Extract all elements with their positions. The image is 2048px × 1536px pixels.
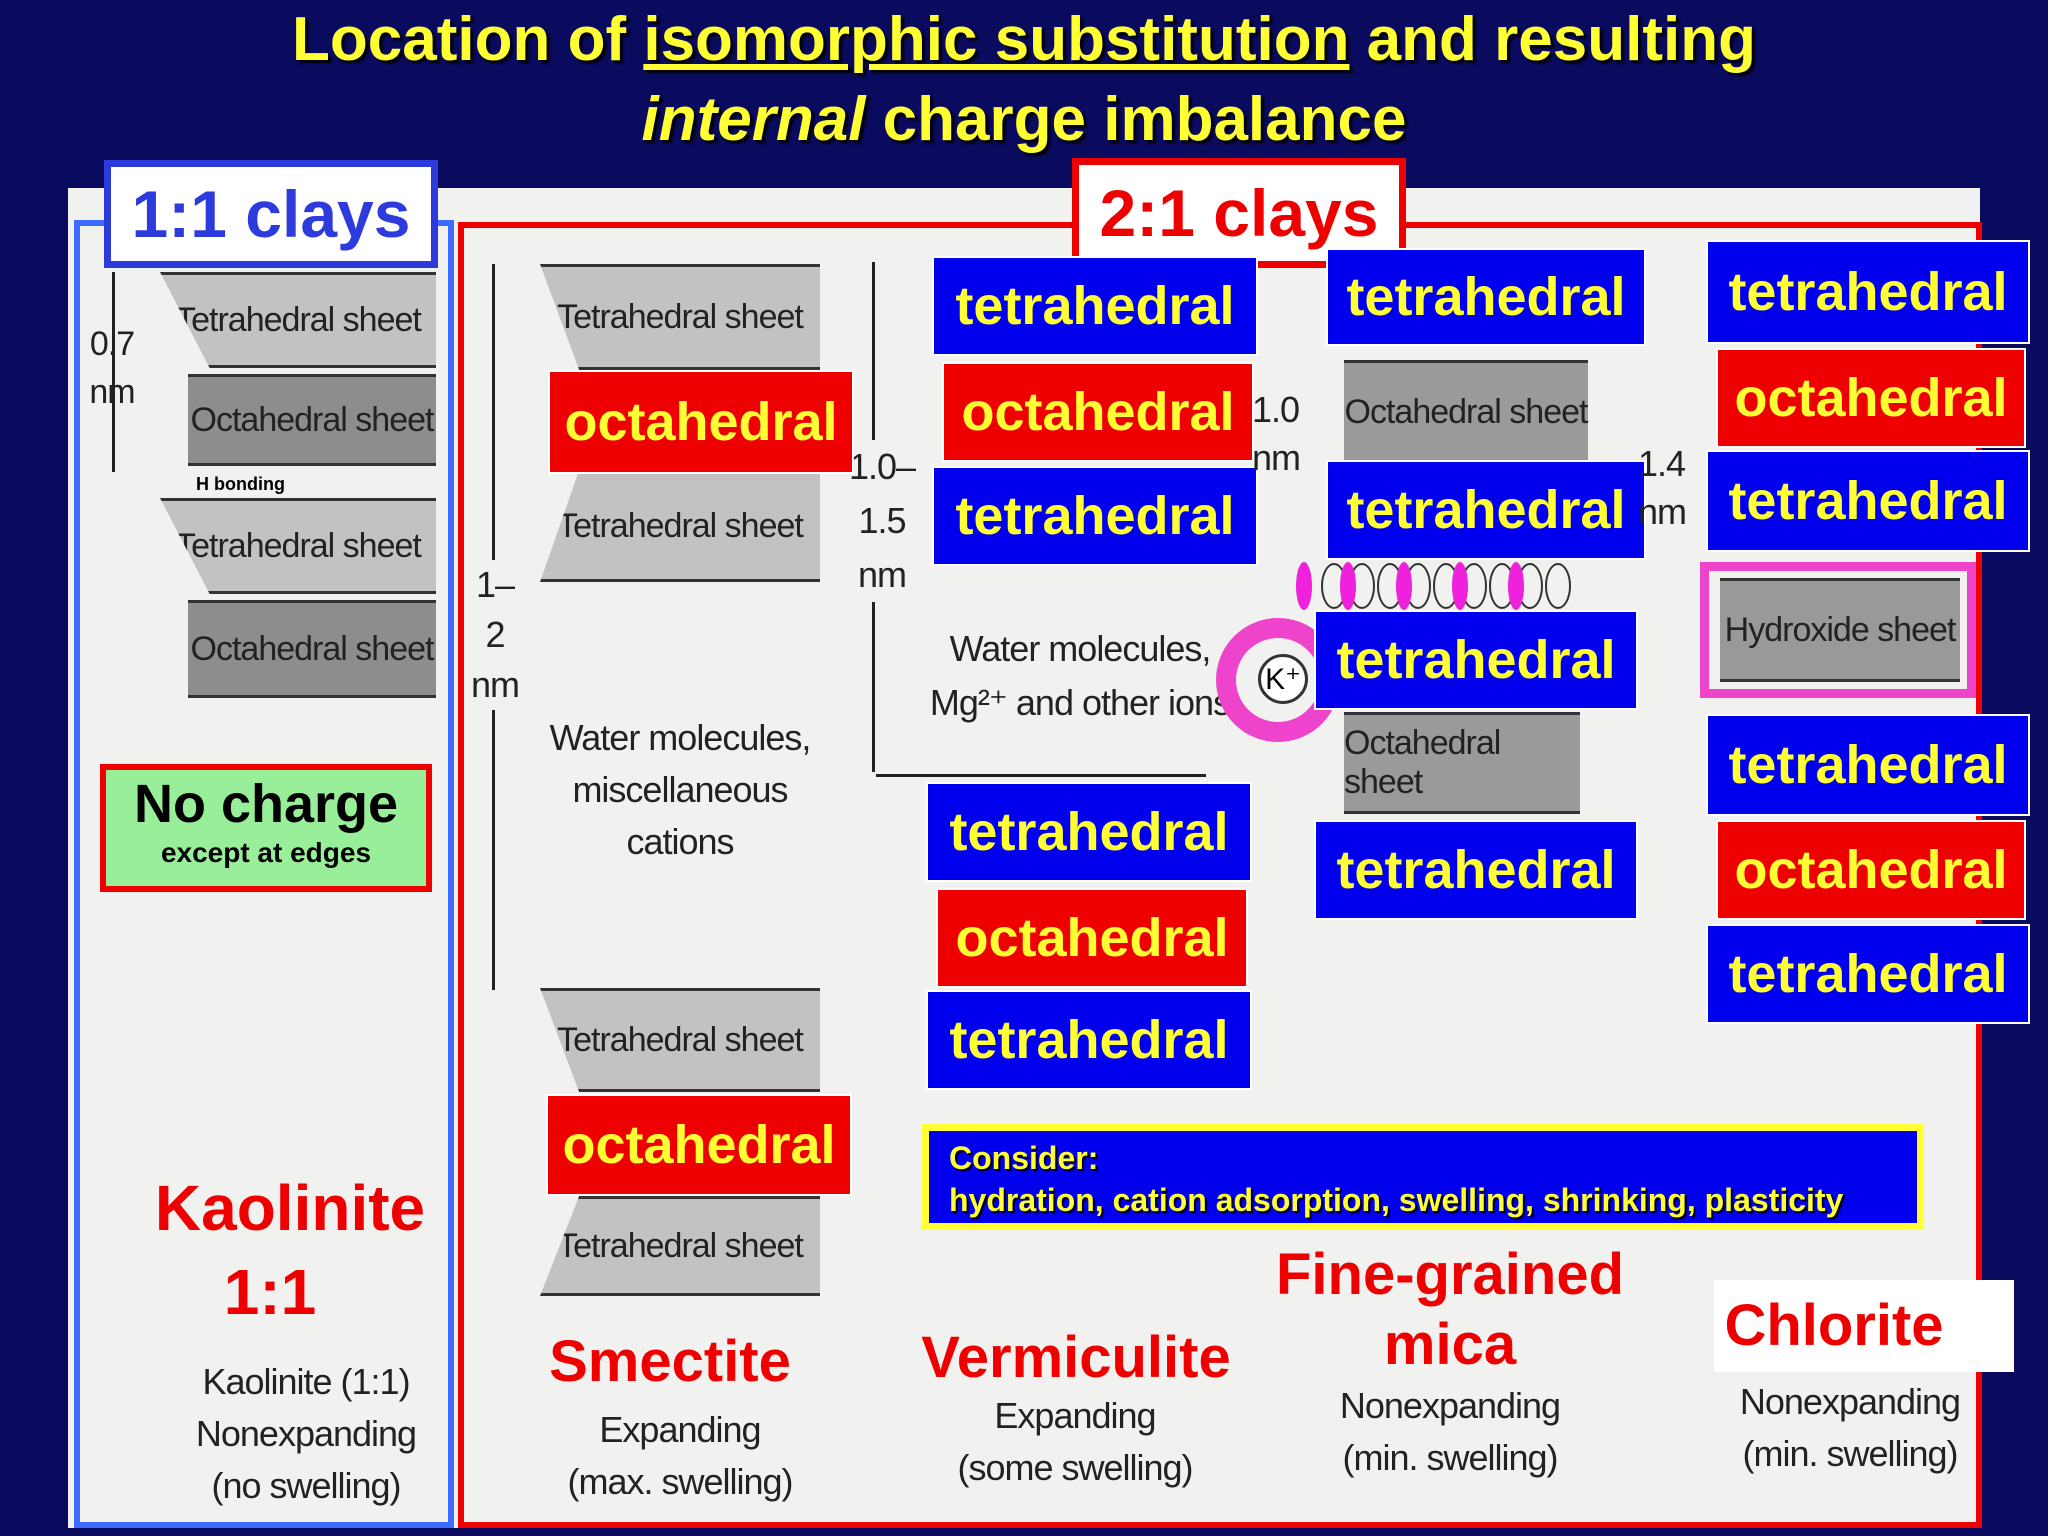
mica-caption: Nonexpanding (min. swelling): [1339, 1385, 1561, 1478]
mica-sheet: Octahedral sheet: [1344, 712, 1580, 814]
title-text: charge imbalance: [865, 85, 1407, 154]
smectite-caption: Expanding (max. swelling): [567, 1409, 793, 1502]
tetrahedral-label: tetrahedral: [1706, 450, 2030, 552]
h-bonding-label: H bonding: [196, 474, 285, 494]
clay-11-sheet: Tetrahedral sheet: [160, 498, 436, 594]
smectite-sheet: Tetrahedral sheet: [540, 1196, 820, 1296]
mica-name-2: mica: [1383, 1312, 1517, 1377]
ion-chain: [1321, 563, 1571, 609]
tetrahedral-label: tetrahedral: [1314, 820, 1638, 920]
no-charge-sub: except at edges: [160, 837, 372, 868]
kaolinite-name: Kaolinite: [154, 1172, 426, 1244]
vermiculite-label: Vermiculite: [921, 1325, 1231, 1390]
clay-11-sheet: Tetrahedral sheet: [160, 272, 436, 368]
mica-dim: 1.0 nm: [1252, 389, 1301, 478]
kaolinite-ratio: 1:1: [223, 1256, 317, 1328]
vermiculite-divider: [876, 774, 1206, 777]
title-text: Location of: [292, 5, 644, 74]
clay-11-sheet: Octahedral sheet: [188, 374, 436, 466]
tetrahedral-label: tetrahedral: [926, 990, 1252, 1090]
chlorite-label-box: [1714, 1280, 2014, 1372]
smectite-dim-outer: 1–2 nm: [470, 560, 520, 710]
smectite-label: Smectite: [549, 1329, 791, 1394]
tetrahedral-label: tetrahedral: [1706, 714, 2030, 816]
octahedral-label: octahedral: [1716, 820, 2026, 920]
chlorite-label: Chlorite: [1724, 1293, 1944, 1358]
chlorite-caption: Nonexpanding (min. swelling): [1739, 1381, 1961, 1474]
page-title: Location of isomorphic substitution and …: [0, 0, 2048, 160]
smectite-dim-inner: 1.0– 1.5 nm: [842, 440, 922, 602]
dimension-line: [112, 272, 115, 472]
octahedral-label: octahedral: [942, 362, 1254, 462]
smectite-sheet: Tetrahedral sheet: [540, 988, 820, 1092]
tetrahedral-label: tetrahedral: [1314, 610, 1638, 710]
no-charge-title: No charge: [133, 774, 399, 834]
tetrahedral-label: tetrahedral: [1326, 460, 1646, 560]
title-italic-text: internal: [641, 85, 866, 154]
chlorite-dim: 1.4 nm: [1638, 443, 1687, 532]
tetrahedral-label: tetrahedral: [926, 782, 1252, 882]
mica-label: Fine-grained mica: [1270, 1240, 1630, 1380]
octahedral-label: octahedral: [1716, 348, 2026, 448]
hydroxide-sheet: Hydroxide sheet: [1720, 578, 1960, 682]
no-charge-box: No charge except at edges: [100, 764, 432, 892]
title-underlined-text: isomorphic substitution: [643, 5, 1350, 74]
title-text: and resulting: [1349, 5, 1756, 74]
tetrahedral-label: tetrahedral: [1706, 924, 2030, 1024]
consider-topics: hydration, cation adsorption, swelling, …: [949, 1182, 1844, 1218]
tetrahedral-label: tetrahedral: [932, 466, 1258, 566]
octahedral-label: octahedral: [936, 888, 1248, 988]
title-line-2: internal charge imbalance: [0, 80, 2048, 160]
clay-11-sheet: Octahedral sheet: [188, 600, 436, 698]
mica-sheet: Octahedral sheet: [1344, 360, 1588, 464]
octahedral-label: octahedral: [548, 370, 854, 474]
smectite-sheet: Tetrahedral sheet: [540, 264, 820, 370]
magenta-ions: [1296, 562, 1524, 610]
k-ion: K⁺: [1258, 654, 1308, 704]
tetrahedral-label: tetrahedral: [1326, 248, 1646, 346]
clay-11-header: 1:1 clays: [104, 160, 438, 268]
title-line-1: Location of isomorphic substitution and …: [0, 0, 2048, 80]
vermiculite-interlayer: Water molecules, Mg²⁺ and other ions: [929, 628, 1231, 723]
vermiculite-caption: Expanding (some swelling): [957, 1395, 1193, 1488]
consider-heading: Consider:: [949, 1140, 1099, 1176]
tetrahedral-label: tetrahedral: [932, 256, 1258, 356]
consider-box: Consider: hydration, cation adsorption, …: [922, 1124, 1924, 1230]
tetrahedral-label: tetrahedral: [1706, 240, 2030, 344]
octahedral-label: octahedral: [546, 1094, 852, 1196]
smectite-sheet: Tetrahedral sheet: [540, 470, 820, 582]
kaolinite-caption: Kaolinite (1:1) Nonexpanding (no swellin…: [195, 1361, 417, 1506]
kaolinite-label: Kaolinite 1:1: [130, 1166, 450, 1334]
interlayer-ions: [1296, 562, 1571, 610]
smectite-interlayer: Water molecules, miscellaneous cations: [549, 717, 812, 862]
mica-name-1: Fine-grained: [1275, 1242, 1625, 1307]
